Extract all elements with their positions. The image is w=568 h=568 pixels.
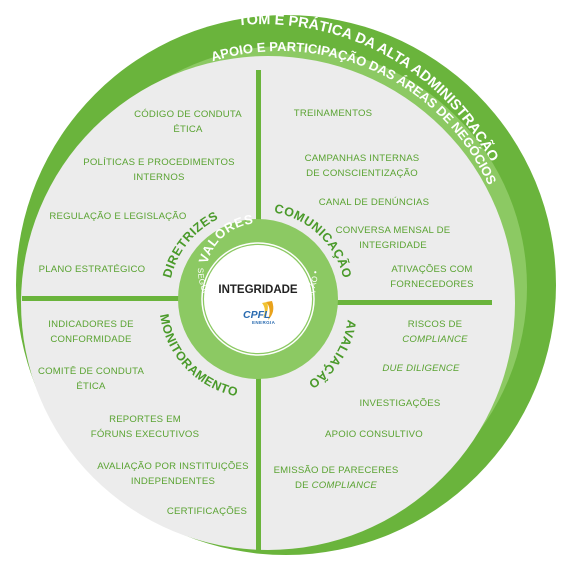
top-left-item: REGULAÇÃO E LEGISLAÇÃO xyxy=(49,211,186,222)
item-line: ATIVAÇÕES COM xyxy=(391,264,472,275)
item-line: DE CONSCIENTIZAÇÃO xyxy=(306,168,418,179)
bottom-left-item: INDICADORES DE CONFORMIDADE xyxy=(48,319,133,345)
top-left-item: CÓDIGO DE CONDUTA ÉTICA xyxy=(134,109,242,135)
item-line: CONFORMIDADE xyxy=(50,334,131,345)
item-line: INDICADORES DE xyxy=(48,319,133,330)
item-line: APOIO CONSULTIVO xyxy=(325,429,423,440)
item-line: TREINAMENTOS xyxy=(294,108,372,119)
item-line: CANAL DE DENÚNCIAS xyxy=(319,197,429,208)
item-line: ÉTICA xyxy=(76,381,106,392)
divider-top xyxy=(256,70,261,288)
top-right-item: TREINAMENTOS xyxy=(294,108,372,119)
quadrant-comunicacao-items: TREINAMENTOS CAMPANHAS INTERNAS DE CONSCIE… xyxy=(294,108,474,290)
bottom-right-item: DUE DILIGENCE xyxy=(382,363,460,374)
item-line: EMISSÃO DE PARECERES xyxy=(274,465,399,476)
item-line: REGULAÇÃO E LEGISLAÇÃO xyxy=(49,211,186,222)
divider-right xyxy=(290,300,492,305)
item-line: FÓRUNS EXECUTIVOS xyxy=(91,429,199,440)
integrity-title: INTEGRIDADE xyxy=(218,284,298,296)
item-line: CÓDIGO DE CONDUTA xyxy=(134,109,242,120)
item-line: POLÍTICAS E PROCEDIMENTOS xyxy=(83,157,234,168)
item-line: RISCOS DE xyxy=(408,319,463,330)
item-line: CONVERSA MENSAL DE xyxy=(336,225,451,236)
item-line: DE COMPLIANCE xyxy=(295,480,377,491)
bottom-left-item: REPORTES EM FÓRUNS EXECUTIVOS xyxy=(91,414,199,440)
top-right-item: CAMPANHAS INTERNAS DE CONSCIENTIZAÇÃO xyxy=(305,153,420,179)
item-line: COMITÊ DE CONDUTA xyxy=(38,366,144,377)
item-line: INTERNOS xyxy=(133,172,184,183)
bottom-right-item: APOIO CONSULTIVO xyxy=(325,429,423,440)
item-line: DUE DILIGENCE xyxy=(382,363,460,374)
bottom-left-item: CERTIFICAÇÕES xyxy=(167,506,247,517)
quadrant-diretrizes-items: CÓDIGO DE CONDUTA ÉTICA POLÍTICAS E PROCED… xyxy=(39,109,242,275)
cpfl-logo-text: CPFL xyxy=(243,309,270,321)
item-line: INTEGRIDADE xyxy=(359,240,427,251)
bottom-right-item: INVESTIGAÇÕES xyxy=(360,398,441,409)
item-line: CERTIFICAÇÕES xyxy=(167,506,247,517)
quadrant-monitoramento-items: INDICADORES DE CONFORMIDADE COMITÊ DE COND… xyxy=(38,319,249,517)
top-left-item: PLANO ESTRATÉGICO xyxy=(39,264,146,275)
divider-left xyxy=(22,296,230,301)
bottom-left-item: AVALIAÇÃO POR INSTITUIÇÕES INDEPENDENTES xyxy=(97,461,248,487)
top-right-item: ATIVAÇÕES COM FORNECEDORES xyxy=(390,264,473,290)
top-right-item: CONVERSA MENSAL DE INTEGRIDADE xyxy=(336,225,451,251)
top-left-item: POLÍTICAS E PROCEDIMENTOS INTERNOS xyxy=(83,157,234,183)
cpfl-logo-swoosh-2-icon xyxy=(262,302,268,318)
bottom-right-item: EMISSÃO DE PARECERES DE COMPLIANCE xyxy=(274,465,399,491)
item-line: REPORTES EM xyxy=(109,414,181,425)
item-line: INDEPENDENTES xyxy=(131,476,215,487)
item-line: AVALIAÇÃO POR INSTITUIÇÕES xyxy=(97,461,248,472)
item-line: CAMPANHAS INTERNAS xyxy=(305,153,420,164)
item-line: INVESTIGAÇÕES xyxy=(360,398,441,409)
cpfl-logo-swoosh-icon xyxy=(266,301,274,320)
values-ring-inner-edge xyxy=(201,242,315,356)
top-right-item: CANAL DE DENÚNCIAS xyxy=(319,197,429,208)
item-line: PLANO ESTRATÉGICO xyxy=(39,264,146,275)
item-line: FORNECEDORES xyxy=(390,279,473,290)
cpfl-logo-subtext: ENERGIA xyxy=(252,320,276,325)
bottom-left-item: COMITÊ DE CONDUTA ÉTICA xyxy=(38,366,144,392)
integrity-center xyxy=(204,245,312,353)
bottom-right-item: RISCOS DE COMPLIANCE xyxy=(402,319,468,345)
item-line: ÉTICA xyxy=(173,124,203,135)
cpfl-logo: CPFL ENERGIA xyxy=(243,301,276,325)
divider-bottom xyxy=(256,322,261,550)
item-line: COMPLIANCE xyxy=(402,334,468,345)
quadrant-avaliacao-items: RISCOS DE COMPLIANCE DUE DILIGENCE INVESTIG… xyxy=(274,319,468,491)
